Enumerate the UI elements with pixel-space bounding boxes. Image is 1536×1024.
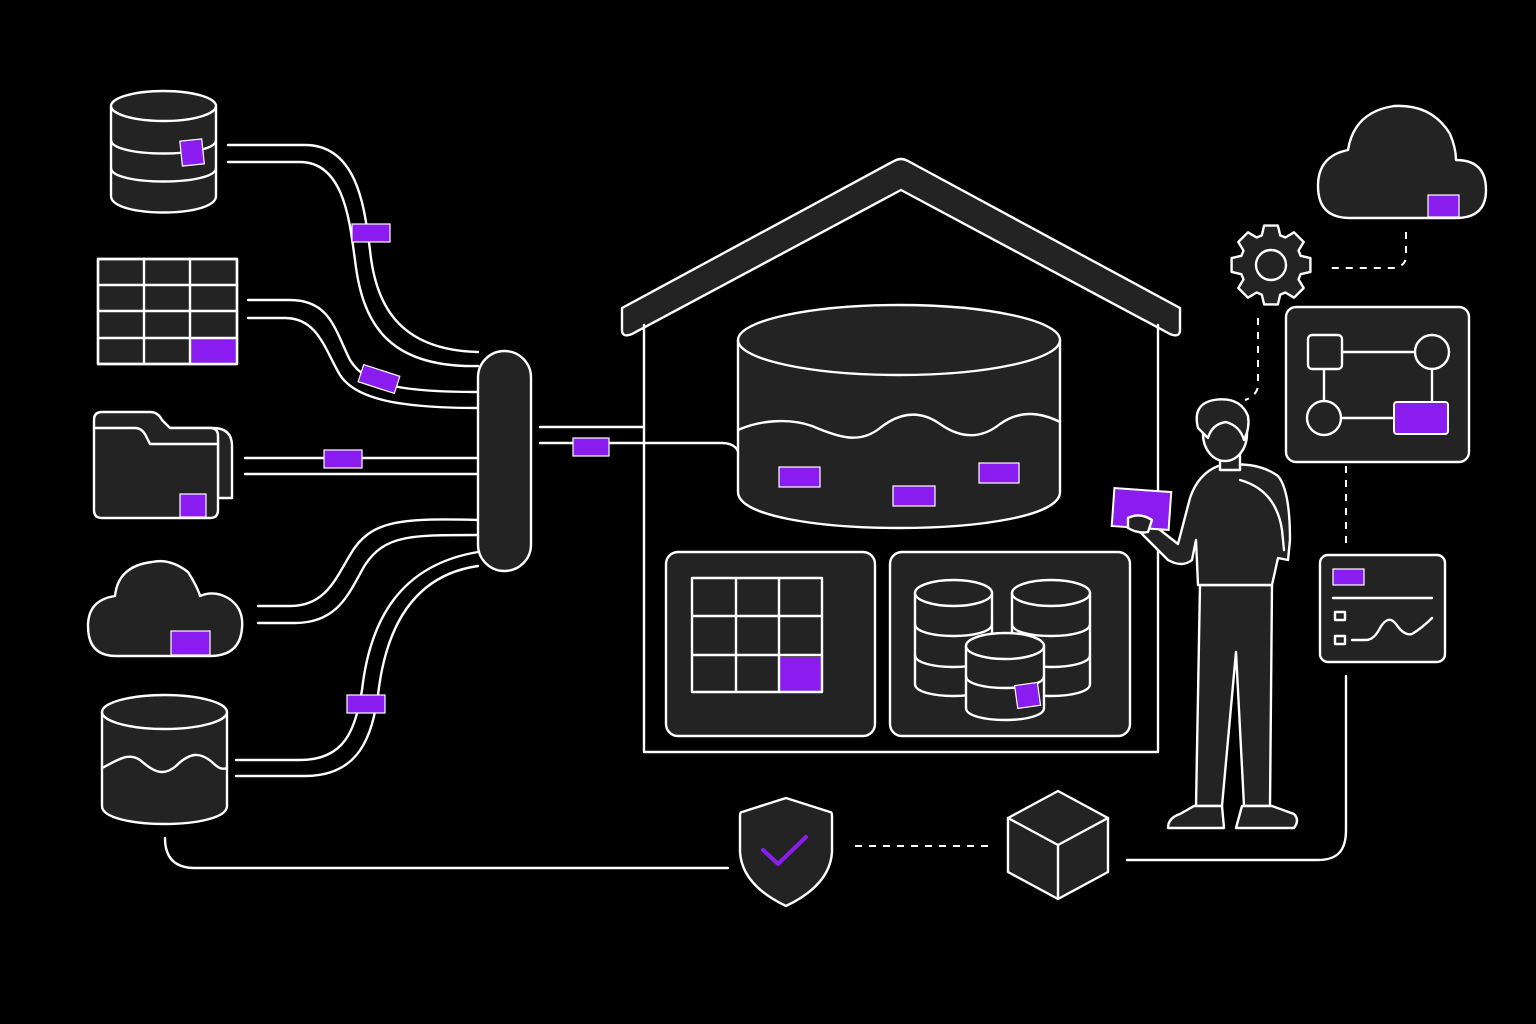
cube-icon bbox=[1006, 789, 1110, 901]
gear-icon bbox=[1230, 224, 1312, 306]
data-warehouse-house-icon bbox=[620, 157, 1182, 754]
spreadsheet-icon bbox=[96, 257, 239, 366]
ingestion-pipe-icon bbox=[476, 349, 533, 573]
security-shield-check-icon bbox=[738, 796, 834, 908]
dashboard-chart-icon bbox=[1318, 553, 1447, 664]
folder-icon bbox=[92, 410, 234, 520]
workflow-diagram-icon bbox=[1284, 305, 1471, 464]
data-packets bbox=[323, 223, 610, 714]
data-lake-icon bbox=[100, 693, 229, 826]
cloud-icon bbox=[86, 559, 244, 658]
database-icon bbox=[109, 89, 218, 214]
cloud-icon-right bbox=[1316, 104, 1488, 220]
person-holding-tablet-icon bbox=[1110, 398, 1299, 830]
db-stack-front bbox=[964, 631, 1046, 722]
